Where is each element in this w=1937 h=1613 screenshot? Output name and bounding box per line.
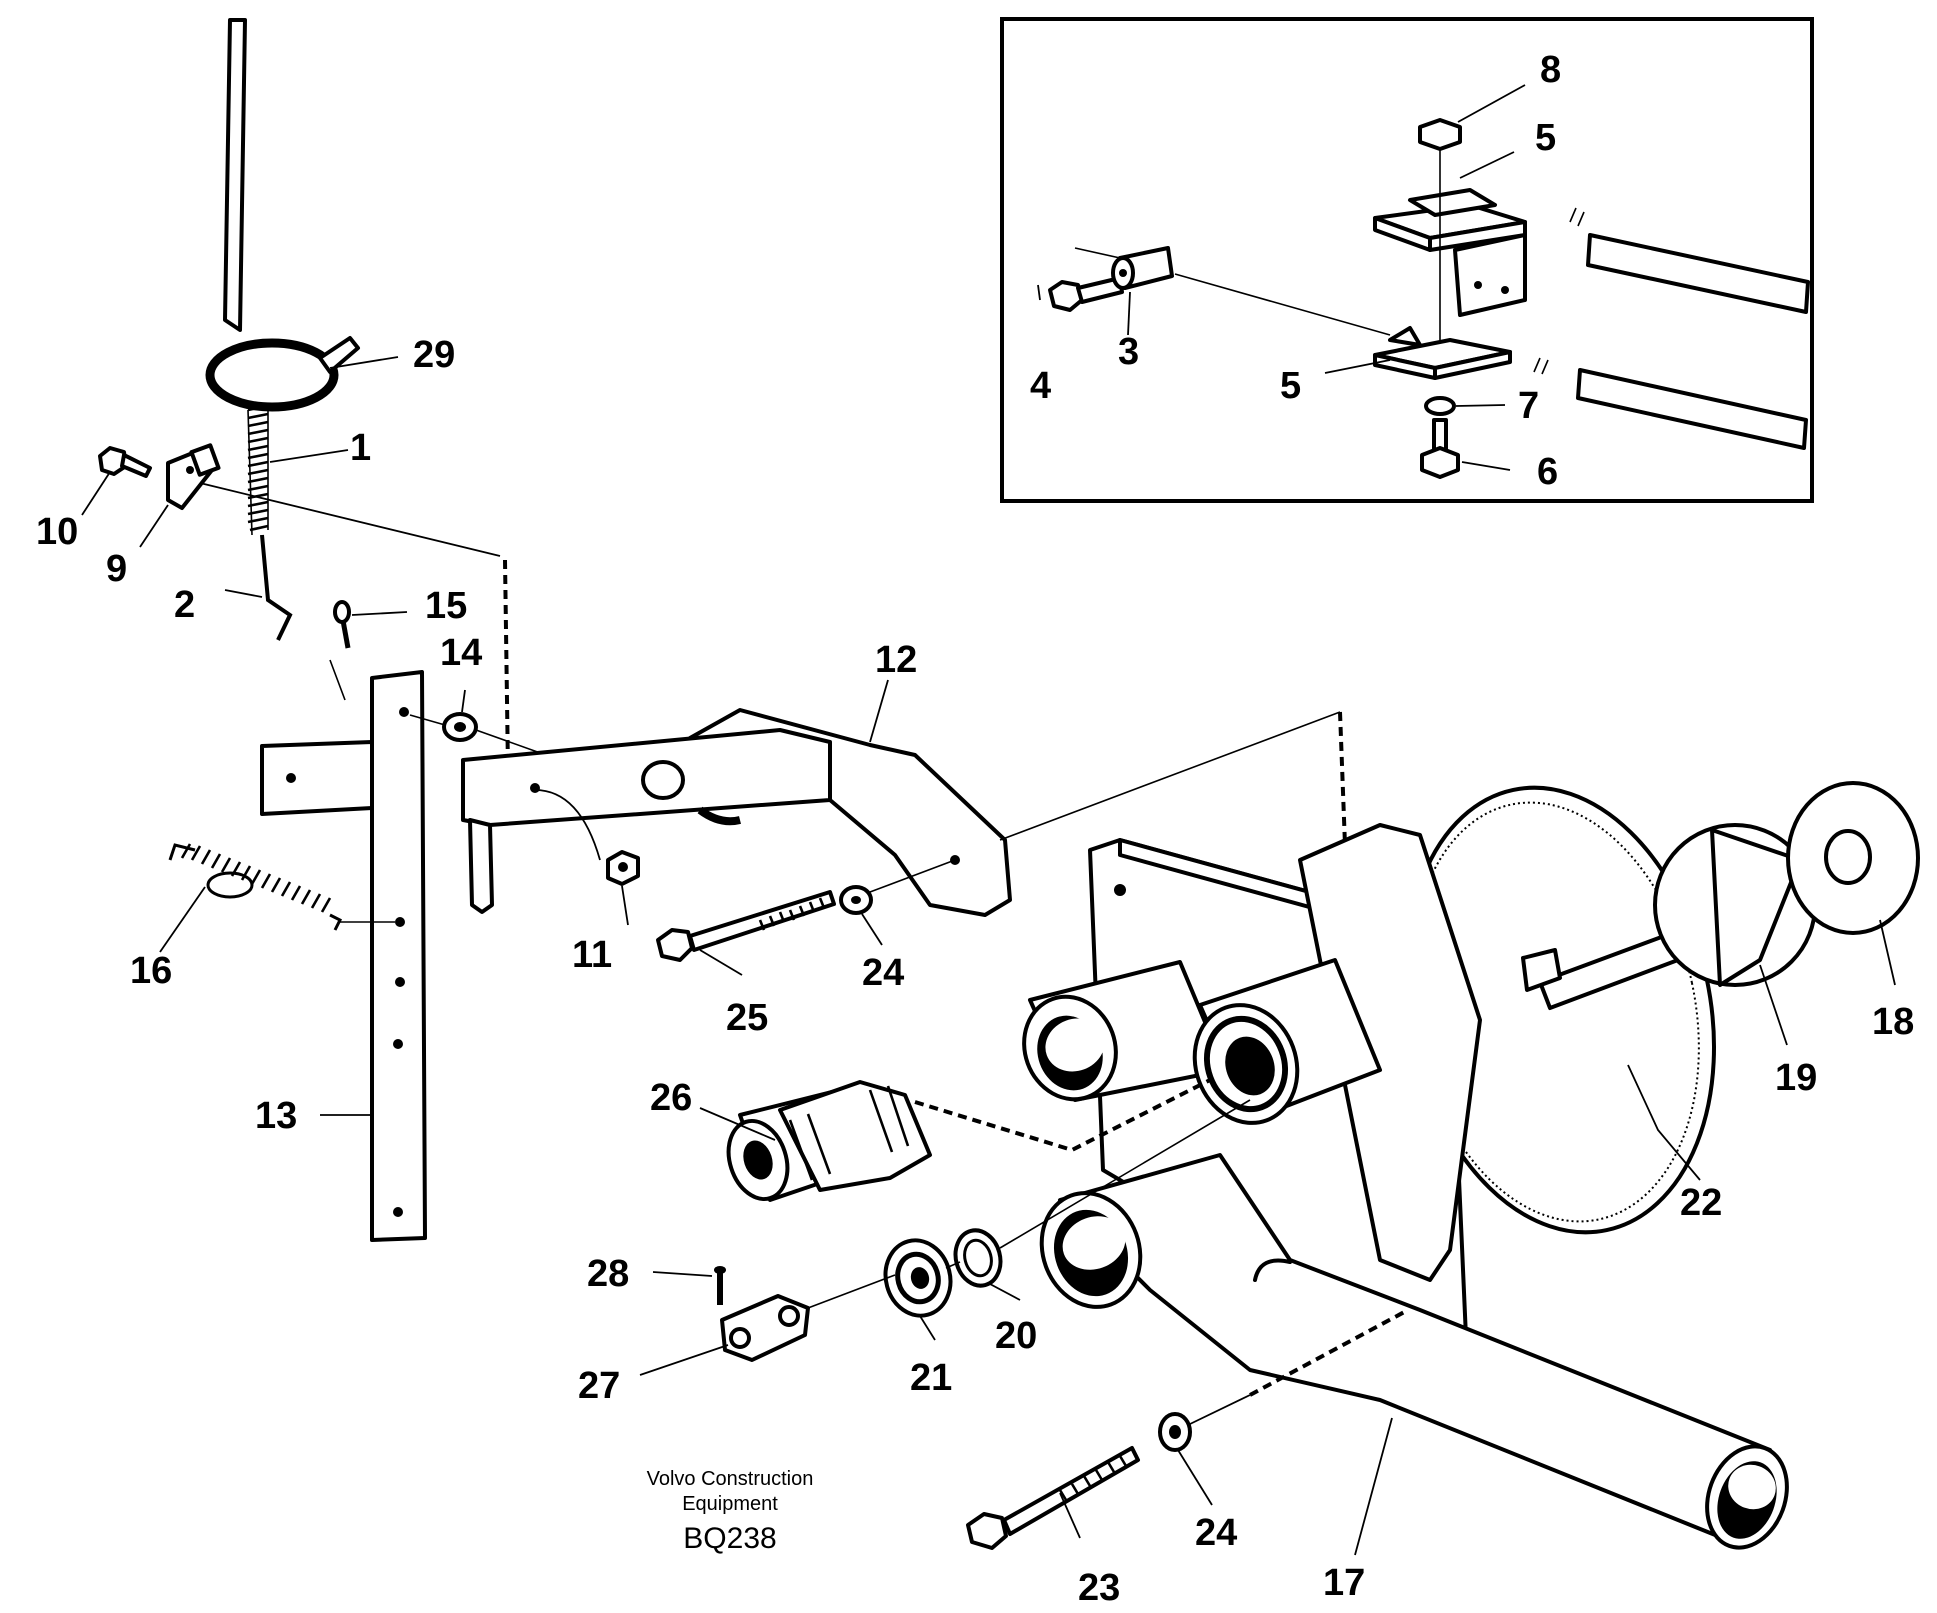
bolt-23 bbox=[966, 1446, 1140, 1550]
nut-8 bbox=[1418, 118, 1462, 151]
callout-16: 16 bbox=[130, 950, 172, 992]
leader-lines bbox=[81, 84, 1896, 1556]
callout-6: 6 bbox=[1537, 451, 1558, 493]
washer-24-upper bbox=[839, 885, 873, 915]
cable-sheath bbox=[223, 18, 247, 332]
bolt-25 bbox=[656, 890, 836, 962]
callout-19: 19 bbox=[1775, 1057, 1817, 1099]
clamp-tab bbox=[318, 336, 360, 374]
diagram-caption: Volvo Construction Equipment BQ238 bbox=[647, 1468, 814, 1555]
upper-left-port bbox=[1022, 960, 1227, 1102]
cable-spring-1 bbox=[247, 404, 269, 532]
cable-break-lower bbox=[1533, 357, 1549, 375]
spacer-3 bbox=[1111, 246, 1174, 290]
bolt-4 bbox=[1048, 276, 1124, 312]
callout-1: 1 bbox=[350, 427, 371, 469]
upper-clamp-part bbox=[1373, 188, 1527, 317]
caption-manufacturer: Volvo Construction bbox=[647, 1468, 814, 1490]
bolt-6 bbox=[1420, 418, 1460, 479]
pipe-17 bbox=[1039, 1153, 1789, 1550]
callout-29: 29 bbox=[413, 334, 455, 376]
cable-upper bbox=[1586, 233, 1810, 314]
callout-20: 20 bbox=[995, 1315, 1037, 1357]
callout-4: 4 bbox=[1030, 365, 1051, 407]
callout-8: 8 bbox=[1540, 49, 1561, 91]
washer-20 bbox=[953, 1228, 1003, 1288]
assembly-line-inset bbox=[1174, 273, 1391, 336]
pull-wire-2 bbox=[260, 534, 293, 641]
callout-labels: 29 1 2 3 4 5 5 6 7 8 9 10 11 12 13 14 15… bbox=[36, 49, 1914, 1609]
callout-9: 9 bbox=[106, 548, 127, 590]
caption-drawing-code: BQ238 bbox=[683, 1522, 776, 1555]
callout-13: 13 bbox=[255, 1095, 297, 1137]
callout-11: 11 bbox=[572, 934, 612, 976]
cable-break-upper bbox=[1569, 207, 1585, 227]
callout-17: 17 bbox=[1323, 1562, 1365, 1604]
seal-21 bbox=[883, 1238, 953, 1318]
callout-22: 22 bbox=[1680, 1182, 1722, 1224]
callout-3: 3 bbox=[1118, 331, 1139, 373]
hose-clamp-29 bbox=[205, 338, 339, 412]
tension-spring-16 bbox=[168, 843, 395, 931]
washer-7 bbox=[1424, 396, 1456, 416]
callout-21: 21 bbox=[910, 1357, 952, 1399]
callout-7: 7 bbox=[1518, 385, 1539, 427]
threaded-port bbox=[1192, 958, 1382, 1125]
callout-24-lower: 24 bbox=[1195, 1512, 1237, 1554]
callout-18: 18 bbox=[1872, 1001, 1914, 1043]
arm-12 bbox=[461, 708, 1012, 917]
callout-23: 23 bbox=[1078, 1567, 1120, 1609]
callout-27: 27 bbox=[578, 1365, 620, 1407]
callout-14: 14 bbox=[440, 632, 482, 674]
callout-12: 12 bbox=[875, 639, 917, 681]
assembly-line-inset-left bbox=[1074, 247, 1121, 259]
callout-26: 26 bbox=[650, 1077, 692, 1119]
split-pin-15 bbox=[329, 600, 351, 701]
callout-5-upper: 5 bbox=[1535, 117, 1556, 159]
pin-28 bbox=[714, 1266, 726, 1305]
washer-18 bbox=[1786, 781, 1920, 935]
caption-manufacturer-line2: Equipment bbox=[682, 1493, 778, 1515]
bolt-10 bbox=[98, 446, 152, 478]
chain-link-27 bbox=[720, 1294, 810, 1362]
inset-detail bbox=[1000, 17, 1814, 503]
cable-lower bbox=[1576, 368, 1808, 450]
cable-assembly bbox=[98, 18, 510, 771]
callout-2: 2 bbox=[174, 584, 195, 626]
fitting-26 bbox=[726, 1080, 932, 1202]
nut-11 bbox=[534, 789, 640, 886]
washer-24-lower bbox=[1158, 1412, 1192, 1452]
callout-28: 28 bbox=[587, 1253, 629, 1295]
callout-24-upper: 24 bbox=[862, 952, 904, 994]
washer-14 bbox=[442, 712, 478, 742]
callout-10: 10 bbox=[36, 511, 78, 553]
callout-15: 15 bbox=[425, 585, 467, 627]
callout-25: 25 bbox=[726, 997, 768, 1039]
valve-shaft-19 bbox=[1521, 823, 1817, 1010]
callout-5-lower: 5 bbox=[1280, 365, 1301, 407]
lever-13 bbox=[260, 670, 427, 1242]
